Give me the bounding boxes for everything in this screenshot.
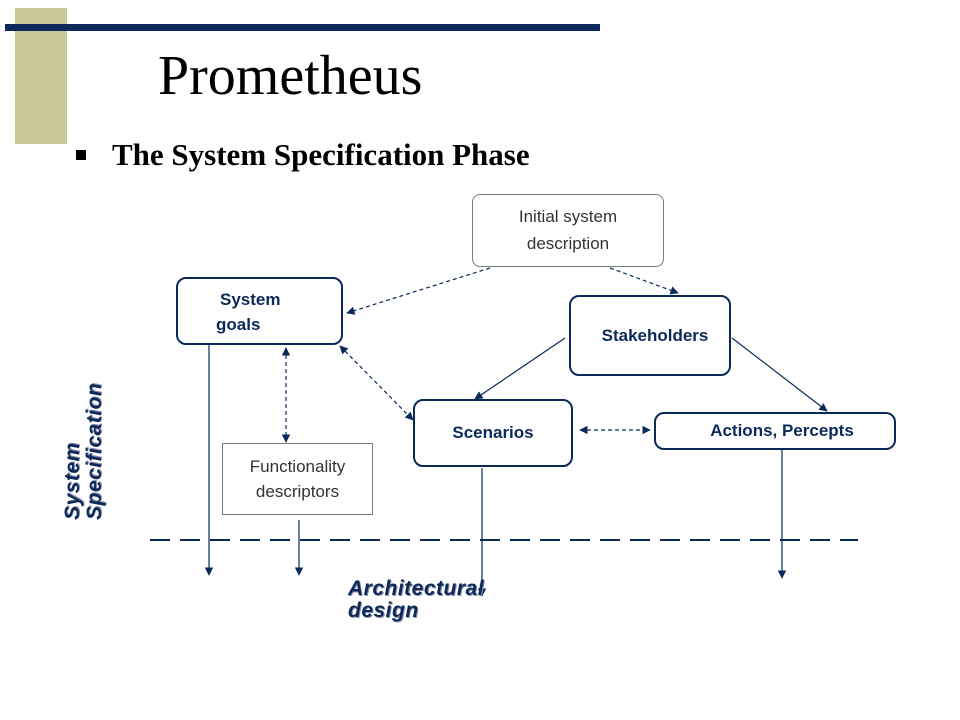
arrow-goals-scenarios [339,345,414,421]
label-system-line2: Specification [83,382,107,520]
page-title: Prometheus [158,45,423,107]
label-system-line1: System [61,442,84,520]
label-architectural-design: Architectural design [348,577,485,623]
label-arch-line2: design [348,599,419,623]
node-goals-line1: System [220,290,281,309]
arrow-initial-to-stakeholders [609,267,679,295]
node-scenarios: Scenarios [413,399,573,467]
node-stakeholders: Stakeholders [569,295,731,376]
node-scenarios-label: Scenarios [452,423,534,442]
node-initial-line2: description [526,233,610,253]
node-system-goals: System goals [176,277,343,345]
node-actions-label: Actions, Percepts [710,421,854,440]
header-bar-navy [5,24,600,31]
page-subtitle: The System Specification Phase [112,137,530,172]
node-func-line2: descriptors [255,482,340,501]
node-stakeholders-label: Stakeholders [601,325,709,345]
arrow-initial-to-goals [346,267,491,315]
bullet-square-icon [76,150,86,160]
arrow-stakeholders-to-actions [731,337,828,412]
arrow-stakeholders-to-scenarios [474,337,566,400]
node-initial-line1: Initial system [518,207,618,227]
node-actions-percepts: Actions, Percepts [654,412,896,450]
node-goals-line2: goals [216,314,261,334]
node-func-line1: Functionality [249,456,346,476]
node-functionality-descriptors: Functionality descriptors [222,443,373,515]
label-system-specification: System Specification [61,340,107,520]
node-initial-system-description: Initial system description [472,194,664,267]
label-arch-line1: Architectural [348,577,485,600]
